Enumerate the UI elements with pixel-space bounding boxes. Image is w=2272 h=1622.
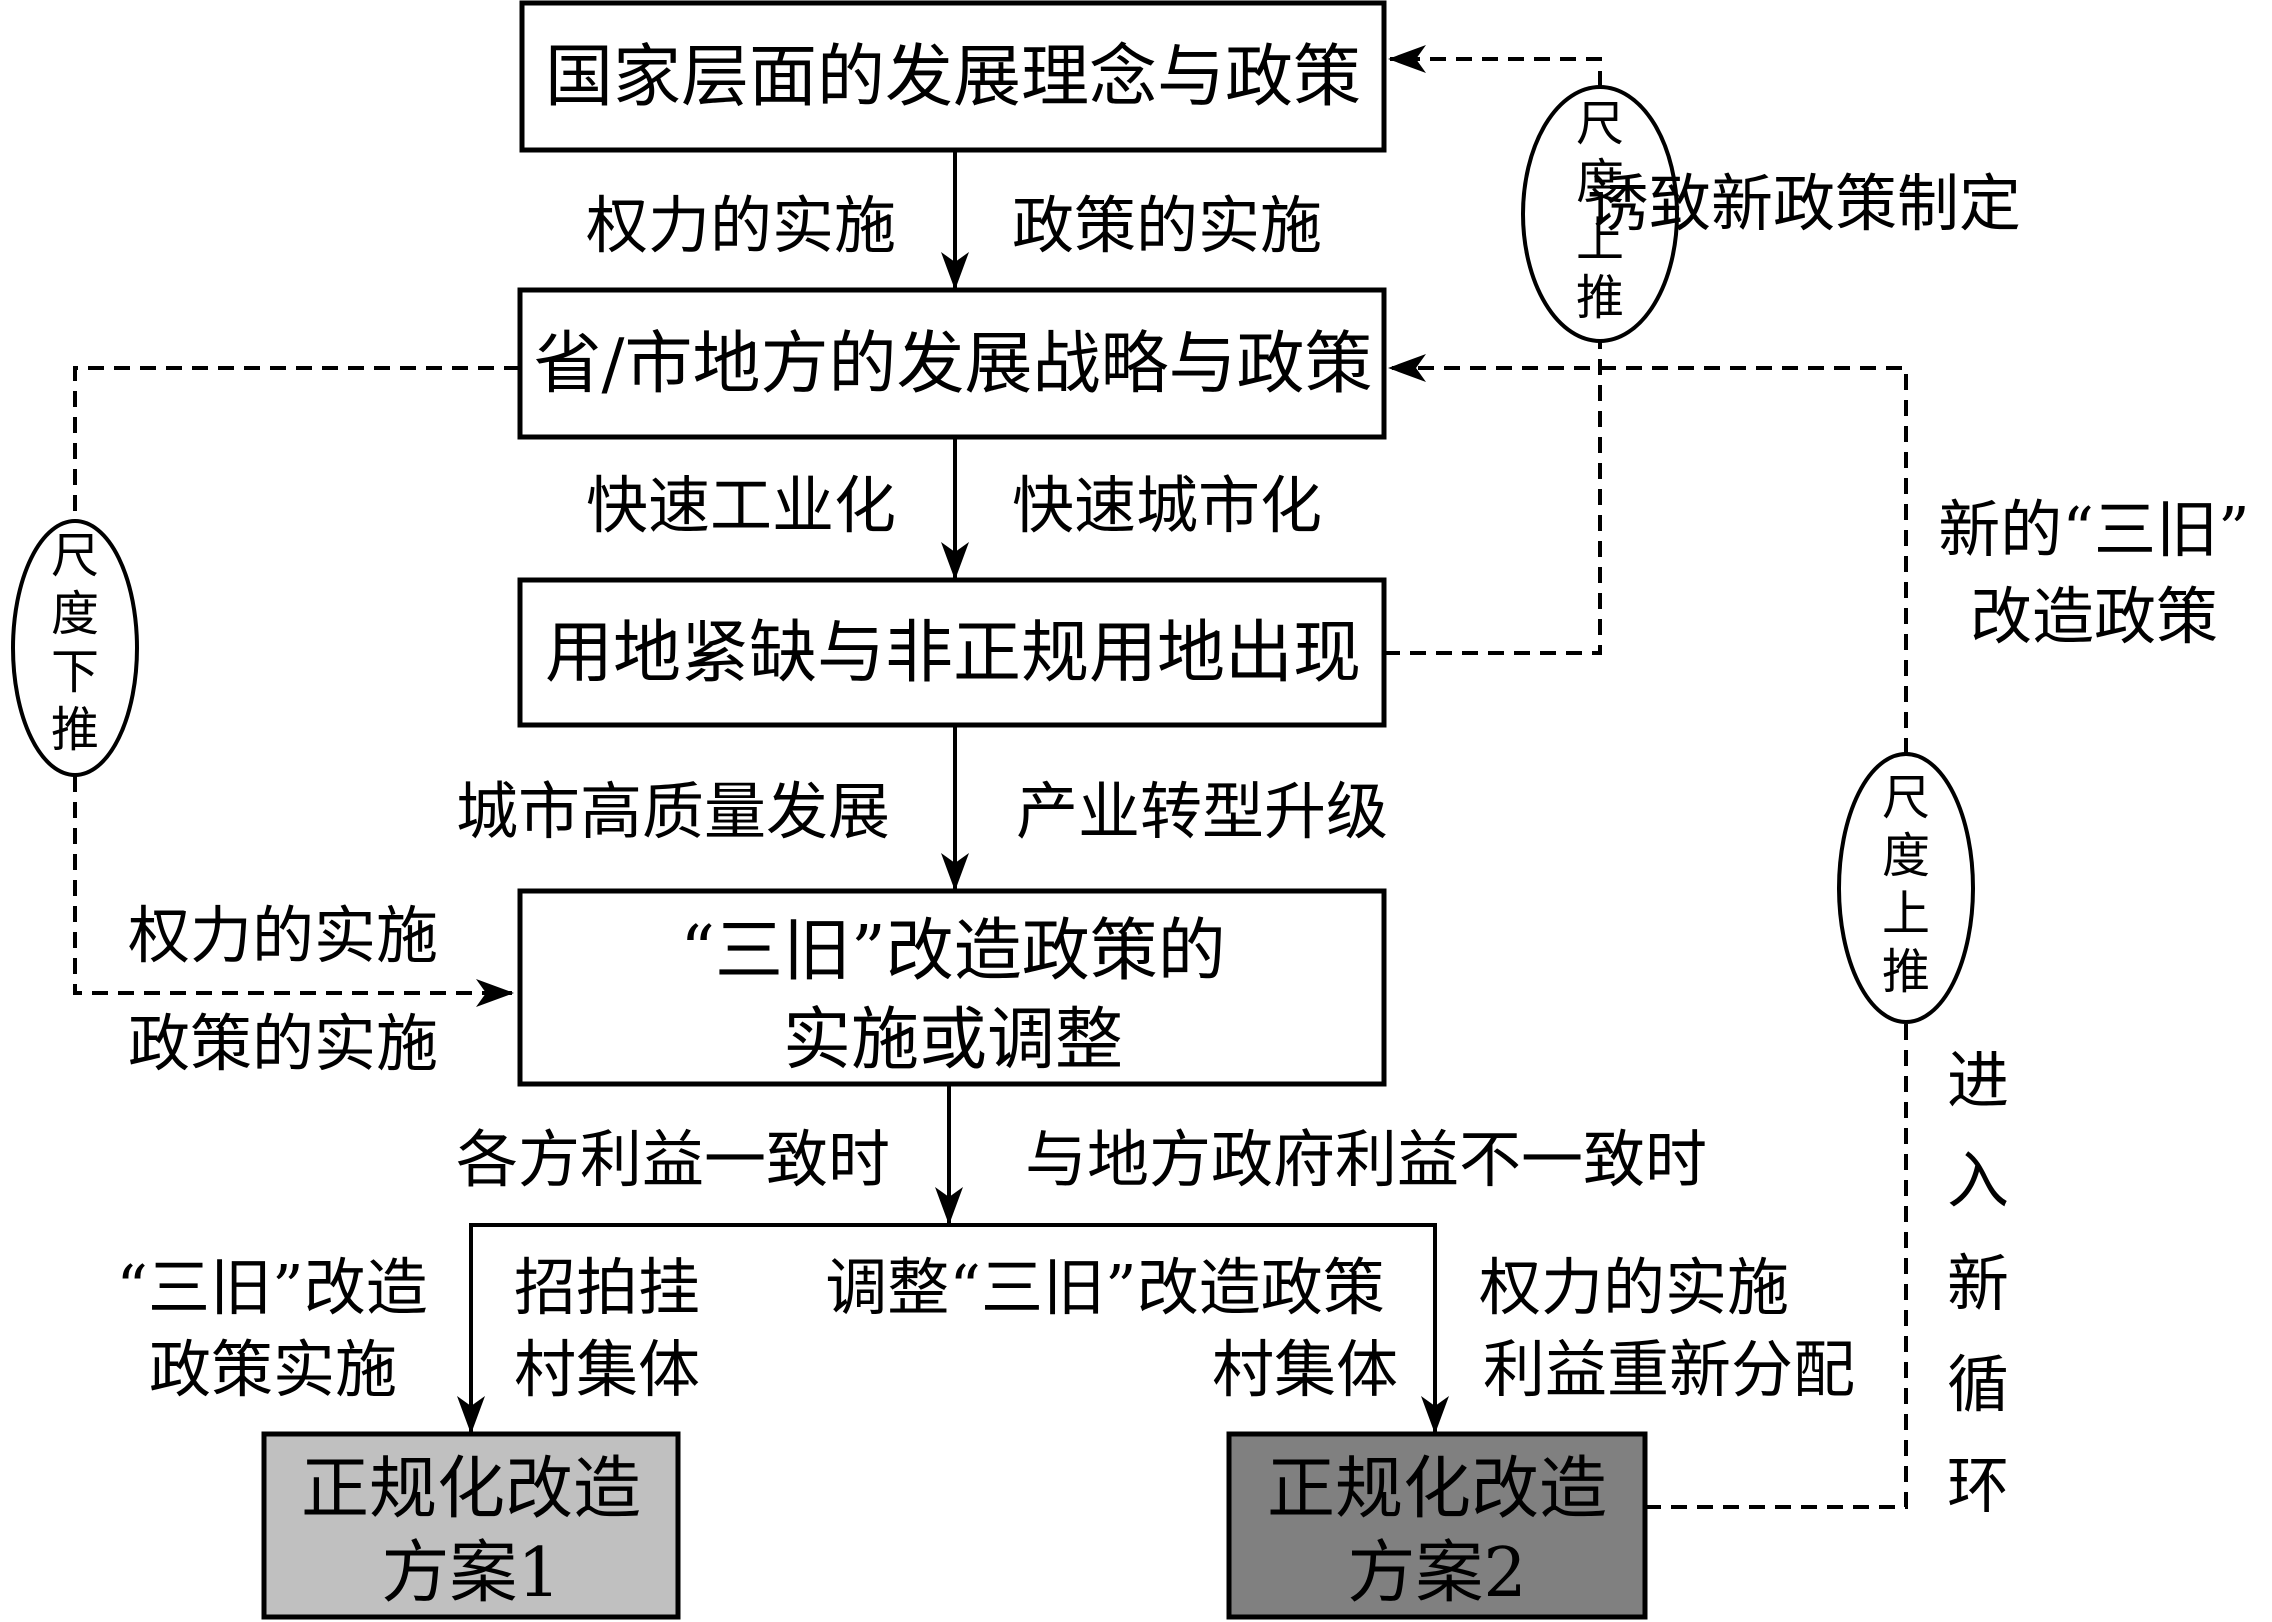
box-three-old-policy-line1: “三旧”改造政策的 [680, 912, 1226, 991]
label-village-collective-right: 村集体 [1212, 1333, 1398, 1406]
ellipse-scale-up-bottom-char: 上 [1882, 886, 1930, 942]
box-national-policy: 国家层面的发展理念与政策 [519, 0, 1387, 153]
label-right-power-implementation: 权力的实施 [1479, 1251, 1789, 1324]
ellipse-scale-up-bottom-char: 尺 [1882, 770, 1930, 826]
label-left-power-implementation: 权力的实施 [128, 899, 438, 972]
ellipse-scale-up-top-char: 尺 [1576, 96, 1624, 152]
label-rapid-urbanization: 快速城市化 [1012, 469, 1322, 542]
label-new-cycle-char: 进 [1947, 1044, 2009, 1117]
ellipse-scale-up-bottom-char: 推 [1882, 944, 1930, 1000]
ellipse-scale-up-top: 尺 度 上 推 [1521, 85, 1679, 343]
ellipse-scale-down-char: 度 [51, 586, 99, 642]
label-new-cycle-char: 环 [1947, 1449, 2009, 1522]
box-plan-1: 正规化改造 方案1 [261, 1431, 681, 1620]
ellipse-scale-up-top-char: 度 [1576, 154, 1624, 210]
ellipse-scale-up-top-char: 上 [1576, 212, 1624, 268]
box-national-policy-text: 国家层面的发展理念与政策 [545, 38, 1361, 117]
dashed-line-plan2-to-scale-up [1645, 1022, 1908, 1509]
dashed-line-land-to-scale-up [1384, 341, 1602, 655]
label-left-branch-l2: 政策实施 [149, 1333, 397, 1406]
box-land-shortage-text: 用地紧缺与非正规用地出现 [545, 614, 1361, 693]
ellipse-scale-down: 尺 度 下 推 [11, 519, 139, 777]
label-policy-implementation: 政策的实施 [1012, 189, 1322, 262]
label-left-branch-l1: “三旧”改造 [116, 1251, 427, 1324]
box-plan-2: 正规化改造 方案2 [1226, 1431, 1648, 1620]
label-interest-redistribution: 利益重新分配 [1483, 1333, 1855, 1406]
dashed-arrow-to-provincial [1388, 354, 1908, 754]
ellipse-scale-up-top-char: 推 [1576, 270, 1624, 326]
dashed-arrow-to-policy-box [73, 776, 514, 1007]
ellipse-scale-down-char: 尺 [51, 528, 99, 584]
label-new-cycle-char: 入 [1947, 1144, 2009, 1217]
label-left-policy-implementation: 政策的实施 [128, 1007, 438, 1080]
label-power-implementation: 权力的实施 [586, 189, 896, 262]
label-industry-upgrade: 产业转型升级 [1016, 775, 1388, 848]
box-plan-1-line1: 正规化改造 [301, 1450, 641, 1529]
box-three-old-policy-line2: 实施或调整 [783, 1001, 1123, 1080]
dashed-line-provincial-to-scale-down [73, 366, 520, 521]
ellipse-scale-up-bottom-char: 度 [1882, 828, 1930, 884]
dashed-arrow-to-national [1388, 45, 1602, 87]
label-urban-quality-development: 城市高质量发展 [456, 775, 890, 848]
label-new-policy-line2: 改造政策 [1970, 580, 2218, 653]
label-village-collective-left: 村集体 [514, 1333, 700, 1406]
label-adjust-policy: 调整“三旧”改造政策 [825, 1251, 1384, 1324]
label-auction: 招拍挂 [514, 1251, 700, 1324]
label-new-policy-line1: 新的“三旧” [1938, 493, 2249, 566]
ellipse-scale-down-char: 推 [51, 702, 99, 758]
box-plan-2-line2: 方案2 [1347, 1534, 1526, 1613]
label-new-cycle: 进 入 新 循 环 [1947, 1044, 2009, 1522]
ellipse-scale-down-char: 下 [51, 644, 99, 700]
box-plan-1-line2: 方案1 [381, 1534, 560, 1613]
box-land-shortage: 用地紧缺与非正规用地出现 [517, 577, 1387, 728]
box-provincial-strategy: 省/市地方的发展战略与政策 [517, 287, 1387, 440]
box-provincial-strategy-text: 省/市地方的发展战略与政策 [534, 325, 1373, 404]
ellipse-scale-up-bottom: 尺 度 上 推 [1837, 752, 1975, 1024]
label-rapid-industrialization: 快速工业化 [586, 469, 896, 542]
label-induce-new-policy: 诱致新政策制定 [1587, 167, 2021, 240]
label-interests-misaligned: 与地方政府利益不一致时 [1025, 1123, 1707, 1196]
box-plan-2-line1: 正规化改造 [1267, 1450, 1607, 1529]
box-three-old-policy: “三旧”改造政策的 实施或调整 [517, 888, 1387, 1087]
label-interests-aligned: 各方利益一致时 [456, 1123, 890, 1196]
label-new-cycle-char: 新 [1947, 1247, 2009, 1320]
label-new-cycle-char: 循 [1947, 1348, 2009, 1421]
